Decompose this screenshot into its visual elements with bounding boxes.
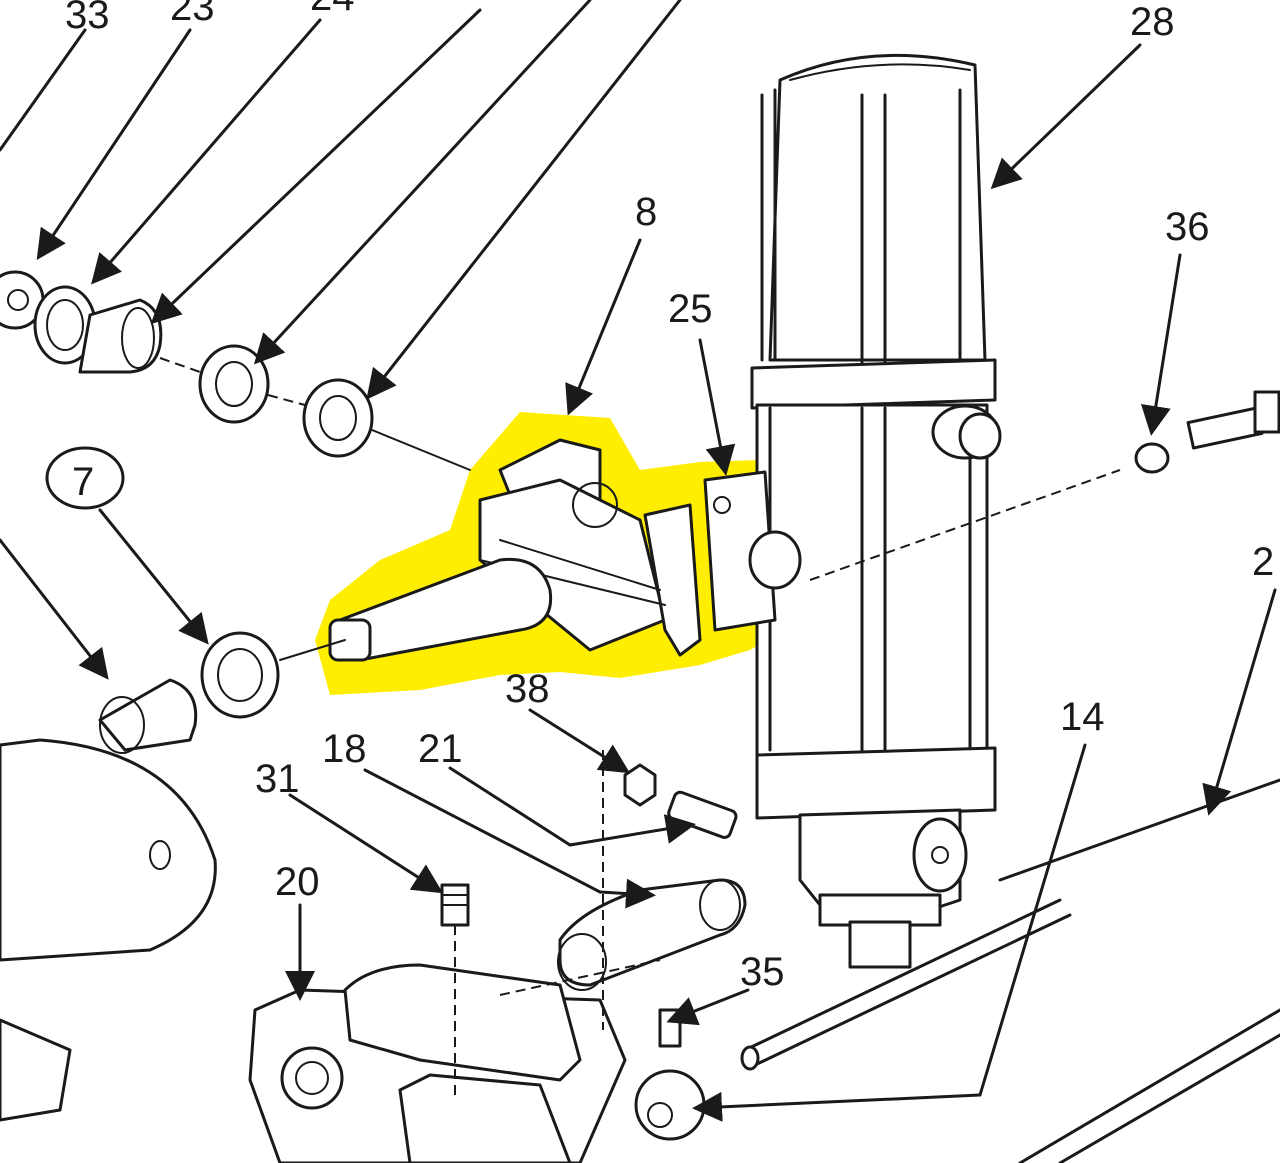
left-parts [0,446,346,1122]
callout-18: 18 [322,727,367,771]
callout-28: 28 [1130,0,1175,44]
callout-25: 25 [668,287,713,331]
callout-7: 7 [72,460,94,504]
callout-33: 33 [65,0,110,37]
callout-labels: 33 23 24 28 8 25 36 7 2 38 14 18 21 31 2… [65,0,1274,994]
leader-lines [0,0,1277,1122]
callout-20: 20 [275,860,320,904]
shaft-parts [0,270,471,471]
callout-21: 21 [418,727,463,771]
callout-23: 23 [170,0,215,29]
callout-38: 38 [505,667,550,711]
callout-8: 8 [635,190,657,234]
cylinder-assembly [750,53,1002,969]
callout-24: 24 [310,0,355,19]
callout-2: 2 [1252,540,1274,584]
rod-assembly [634,778,1280,1163]
callout-35: 35 [740,950,785,994]
callout-36: 36 [1165,205,1210,249]
bolt-36 [809,390,1280,581]
clamp-assembly [328,438,802,662]
callout-31: 31 [255,757,300,801]
callout-14: 14 [1060,695,1105,739]
base-plate [248,750,747,1163]
